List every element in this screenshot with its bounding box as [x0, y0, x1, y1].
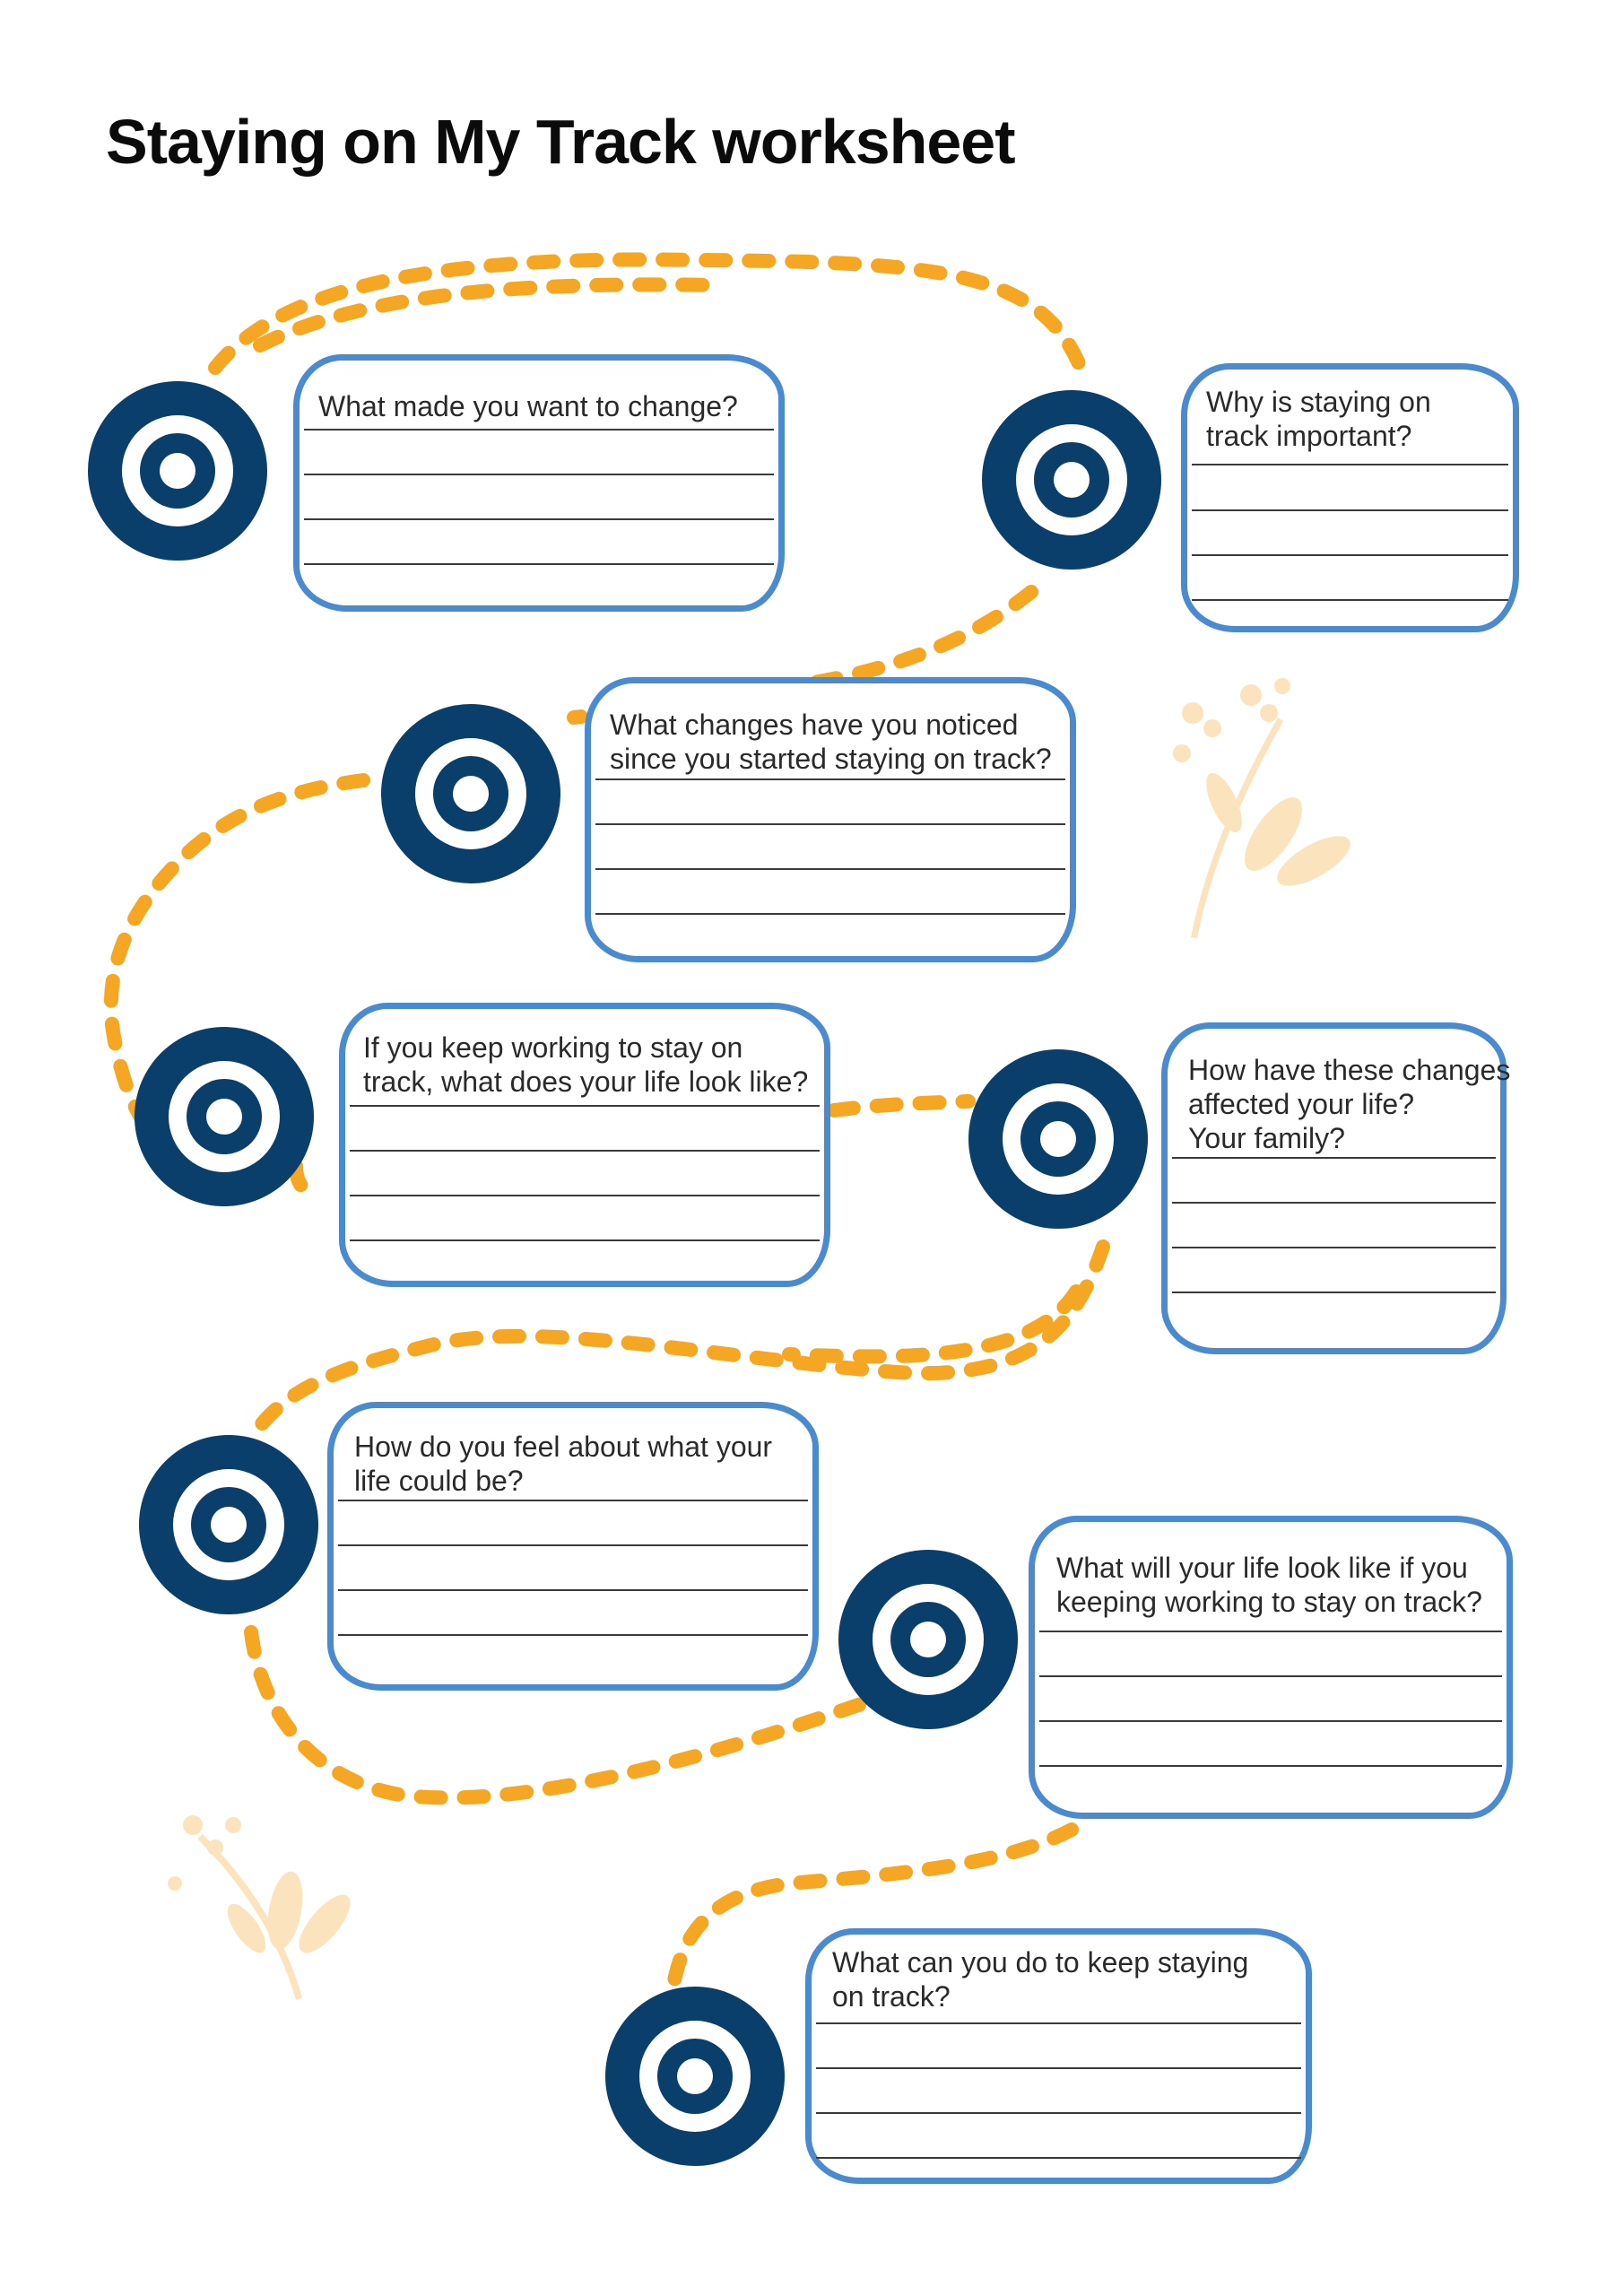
answer-field[interactable]	[338, 1595, 808, 1634]
answer-line	[304, 474, 774, 475]
answer-field[interactable]	[1172, 1162, 1496, 1202]
answer-field[interactable]	[1192, 515, 1508, 554]
answer-line	[338, 1634, 808, 1636]
answer-field[interactable]	[1039, 1681, 1502, 1720]
concentric-circle-marker-icon	[381, 704, 560, 883]
answer-line	[1172, 1157, 1496, 1159]
answer-line	[595, 868, 1065, 870]
answer-line	[1172, 1247, 1496, 1248]
answer-line	[1192, 599, 1508, 601]
answer-line	[350, 1105, 820, 1107]
answer-line	[1039, 1765, 1502, 1767]
answer-line	[304, 563, 774, 565]
answer-line	[1192, 554, 1508, 556]
answer-field[interactable]	[1172, 1118, 1496, 1157]
answer-field[interactable]	[816, 2028, 1301, 2067]
concentric-circle-marker-icon	[135, 1027, 314, 1206]
concentric-circle-marker-icon	[139, 1435, 318, 1614]
concentric-circle-marker-icon	[88, 381, 267, 561]
answer-line	[1039, 1720, 1502, 1722]
answer-line	[1039, 1631, 1502, 1632]
answer-line	[595, 823, 1065, 825]
answer-line	[304, 429, 774, 430]
concentric-circle-marker-icon	[982, 390, 1161, 570]
answer-field[interactable]	[304, 389, 774, 429]
answer-line	[816, 2157, 1301, 2159]
answer-field[interactable]	[595, 829, 1065, 868]
answer-line	[338, 1589, 808, 1591]
answer-field[interactable]	[338, 1550, 808, 1589]
answer-field[interactable]	[350, 1110, 820, 1150]
answer-field[interactable]	[816, 1983, 1301, 2022]
answer-field[interactable]	[350, 1065, 820, 1105]
answer-field[interactable]	[338, 1460, 808, 1500]
leaf-sprig-icon	[168, 1815, 351, 2000]
answer-field[interactable]	[1192, 470, 1508, 509]
answer-line	[304, 518, 774, 520]
answer-line	[338, 1500, 808, 1501]
answer-field[interactable]	[350, 1155, 820, 1195]
answer-field[interactable]	[1172, 1252, 1496, 1292]
answer-line	[338, 1544, 808, 1546]
leaf-sprig-icon	[1173, 678, 1350, 938]
answer-field[interactable]	[816, 2073, 1301, 2112]
answer-field[interactable]	[1172, 1207, 1496, 1247]
answer-line	[816, 2112, 1301, 2114]
answer-field[interactable]	[595, 874, 1065, 913]
answer-field[interactable]	[1039, 1591, 1502, 1631]
stop-markers	[88, 381, 1161, 2166]
answer-field[interactable]	[595, 739, 1065, 778]
answer-field[interactable]	[1039, 1636, 1502, 1675]
answer-line	[1172, 1202, 1496, 1204]
answer-line	[350, 1239, 820, 1241]
concentric-circle-marker-icon	[838, 1550, 1018, 1729]
answer-line	[595, 778, 1065, 780]
concentric-circle-marker-icon	[968, 1049, 1148, 1229]
answer-line	[816, 2022, 1301, 2024]
answer-field[interactable]	[350, 1200, 820, 1239]
dashed-track	[103, 252, 1110, 1998]
question-card	[327, 1402, 819, 1691]
answer-field[interactable]	[1192, 424, 1508, 464]
concentric-circle-marker-icon	[605, 1987, 785, 2166]
answer-field[interactable]	[816, 2118, 1301, 2157]
answer-line	[1192, 509, 1508, 511]
answer-field[interactable]	[1192, 560, 1508, 599]
answer-field[interactable]	[304, 479, 774, 518]
page-title: Staying on My Track worksheet	[106, 107, 1016, 177]
answer-line	[595, 913, 1065, 915]
answer-field[interactable]	[338, 1505, 808, 1544]
answer-line	[1192, 464, 1508, 465]
answer-field[interactable]	[595, 784, 1065, 823]
answer-line	[350, 1150, 820, 1152]
answer-field[interactable]	[304, 434, 774, 474]
answer-line	[816, 2067, 1301, 2069]
answer-field[interactable]	[304, 524, 774, 563]
answer-line	[1172, 1292, 1496, 1293]
answer-line	[1039, 1675, 1502, 1677]
answer-field[interactable]	[1039, 1726, 1502, 1765]
answer-line	[350, 1195, 820, 1196]
